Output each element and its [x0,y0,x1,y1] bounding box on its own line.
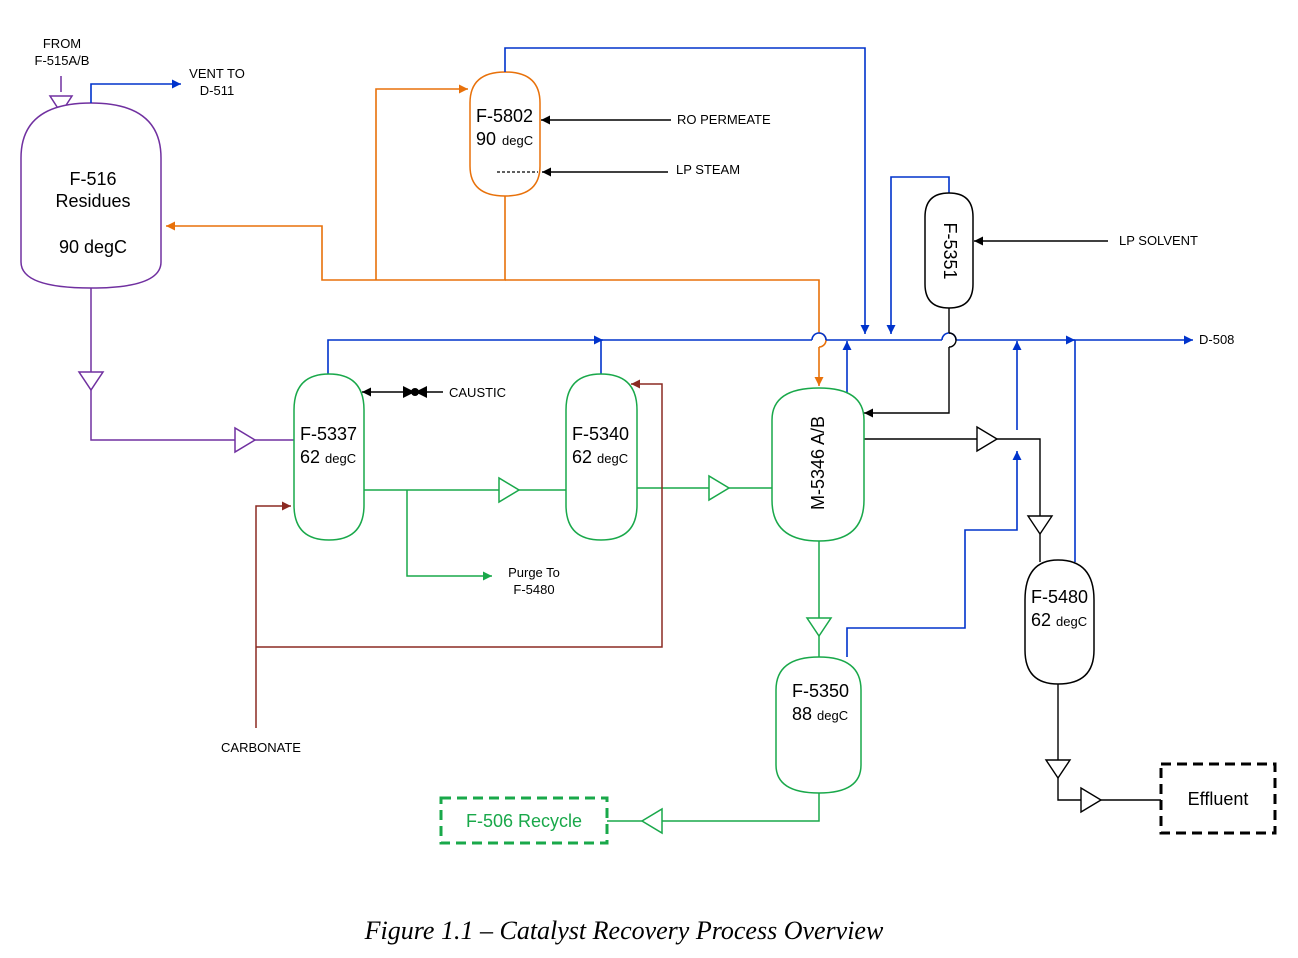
flow-triangle-right [1080,786,1103,814]
vessel-f5480[interactable]: F-5480 62 degC [1024,559,1095,685]
flow-triangle-right [234,426,257,454]
effluent-box[interactable]: Effluent [1159,762,1277,835]
f5340-temp: 62 [572,447,592,467]
vessel-m5346[interactable]: M-5346 A/B [771,387,865,542]
from-label-line1: FROM [43,36,81,51]
f516-name: F-516 [69,169,116,189]
f5802-name: F-5802 [476,106,533,126]
flow-triangle-left [640,807,663,835]
orange-lines [166,84,827,386]
from-label-line2: F-515A/B [35,53,90,68]
flow-triangle-down [1026,515,1054,536]
vessel-f5350[interactable]: F-5350 88 degC [775,656,862,794]
vessel-f5337[interactable]: F-5337 62 degC [293,373,365,541]
green-triangles [498,474,833,835]
vent-label-line1: VENT TO [189,66,245,81]
flow-triangle-down [805,617,833,638]
f5350-temp: 88 [792,704,812,724]
blue-lines [90,47,1193,657]
flow-triangle-right [708,474,731,502]
carbonate-label: CARBONATE [221,740,301,755]
f5480-name: F-5480 [1031,587,1088,607]
purge-label-line2: F-5480 [513,582,554,597]
f5340-name: F-5340 [572,424,629,444]
vent-label-line2: D-511 [200,83,234,98]
figure-caption: Figure 1.1 – Catalyst Recovery Process O… [364,916,884,945]
caustic-label: CAUSTIC [449,385,506,400]
vessel-f516[interactable]: F-516 Residues 90 degC [20,102,162,289]
m5346-name: M-5346 A/B [808,416,828,510]
green-lines [364,487,820,822]
f5802-unit: degC [502,133,533,148]
effluent-label: Effluent [1188,789,1249,809]
f516-temp: 90 degC [59,237,127,257]
f516-desc: Residues [55,191,130,211]
lp-steam-label: LP STEAM [676,162,740,177]
caustic-valve-icon [403,386,427,398]
f5480-unit: degC [1056,614,1087,629]
black-lines [362,115,1161,801]
f5802-temp: 90 [476,129,496,149]
flow-triangle-down [77,371,105,392]
f5337-name: F-5337 [300,424,357,444]
black-triangles [976,425,1103,814]
f506-recycle-box[interactable]: F-506 Recycle [439,796,609,845]
lp-solvent-label: LP SOLVENT [1119,233,1198,248]
vessel-f5802[interactable]: F-5802 90 degC [469,71,541,197]
brown-lines [255,379,663,728]
flow-triangle-down [1044,759,1072,780]
flow-triangle-right [976,425,999,453]
purge-label-line1: Purge To [508,565,560,580]
purple-triangles [48,95,257,454]
f5350-name: F-5350 [792,681,849,701]
f5337-temp: 62 [300,447,320,467]
flow-triangle-right [498,476,521,504]
f5480-temp: 62 [1031,610,1051,630]
ro-permeate-label: RO PERMEATE [677,112,771,127]
d508-label: D-508 [1199,332,1234,347]
vessel-f5340[interactable]: F-5340 62 degC [565,373,638,541]
f5337-unit: degC [325,451,356,466]
f5340-unit: degC [597,451,628,466]
f5350-unit: degC [817,708,848,723]
f506-recycle-label: F-506 Recycle [466,811,582,831]
f5351-name: F-5351 [940,222,960,279]
vessel-f5351[interactable]: F-5351 [924,192,974,309]
